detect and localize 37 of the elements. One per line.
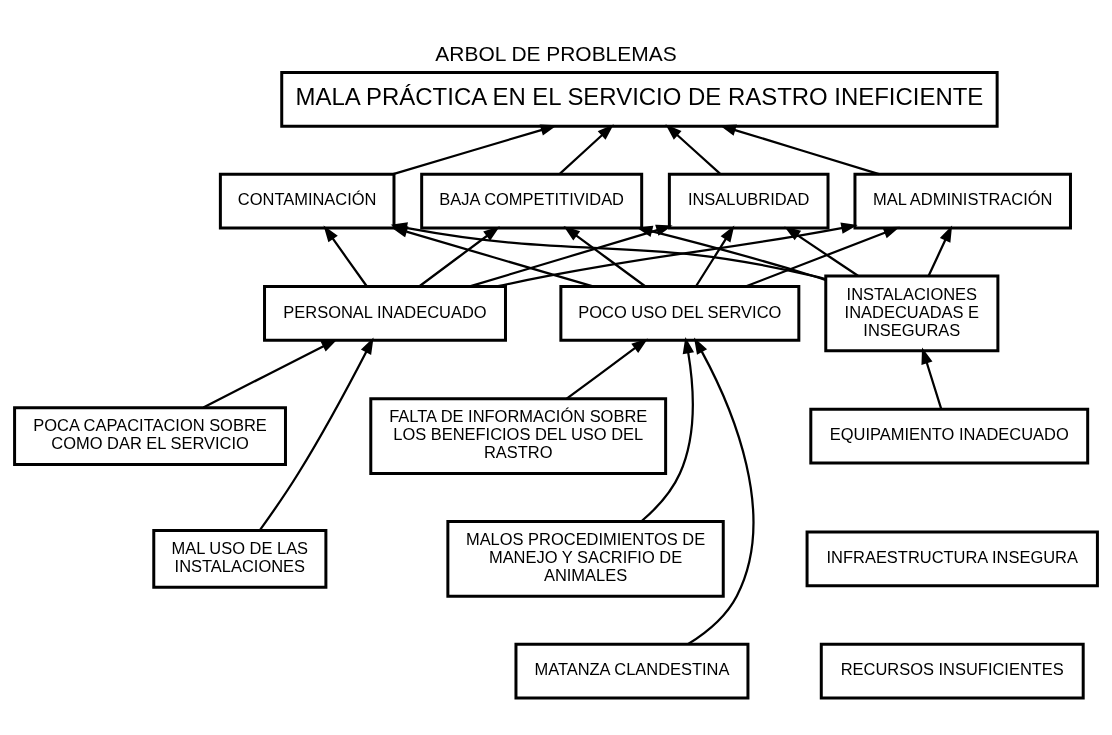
arrow [202,338,338,408]
node-box: PERSONAL INADECUADO [263,284,507,342]
arrow [559,123,614,174]
arrow [496,221,858,288]
arrow [566,338,648,400]
arrow [259,337,374,531]
arrow [921,347,943,409]
arrow [695,224,735,287]
arrow [323,225,368,287]
arrow [784,225,859,277]
node-box: EQUIPAMIENTO INADECUADO [809,407,1090,465]
arrow [640,336,695,522]
node-box: POCA CAPACITACION SOBRE COMO DAR EL SERVICIO [13,405,287,466]
diagram-title: ARBOL DE PROBLEMAS [435,41,677,65]
node-box: MAL USO DE LAS INSTALACIONES [152,528,328,589]
node-box: BAJA COMPETITIVIDAD [420,172,644,230]
arrow [563,225,646,287]
arrow [635,225,826,281]
arrow [927,224,953,276]
arrow [392,124,558,175]
node-box: FALTA DE INFORMACIÓN SOBRE LOS BENEFICIOS DEL USO DEL RASTRO [369,396,668,475]
node-box: INFRAESTRUCTURA INSEGURA [805,529,1099,587]
arrow [469,224,673,287]
arrow [687,337,755,645]
arrow [719,124,880,175]
arrow [745,226,900,287]
node-box: CONTAMINACIÓN [218,172,396,230]
node-box: MALA PRÁCTICA EN EL SERVICIO DE RASTRO INEFICIENTE [280,70,999,128]
node-box: MALOS PROCEDIMIENTOS DE MANEJO Y SACRIFIO DE ANIMALES [446,519,725,598]
node-box: INSTALACIONES INADECUADAS E INSEGURAS [824,273,1000,352]
node-box: MAL ADMINISTRACIÓN [853,172,1072,230]
node-box: INSALUBRIDAD [667,172,830,230]
node-box: MATANZA CLANDESTINA [514,642,750,699]
arrow [419,225,500,287]
node-box: POCO USO DEL SERVICO [559,284,801,342]
node-box: RECURSOS INSUFICIENTES [819,642,1085,699]
arrow [665,123,721,174]
